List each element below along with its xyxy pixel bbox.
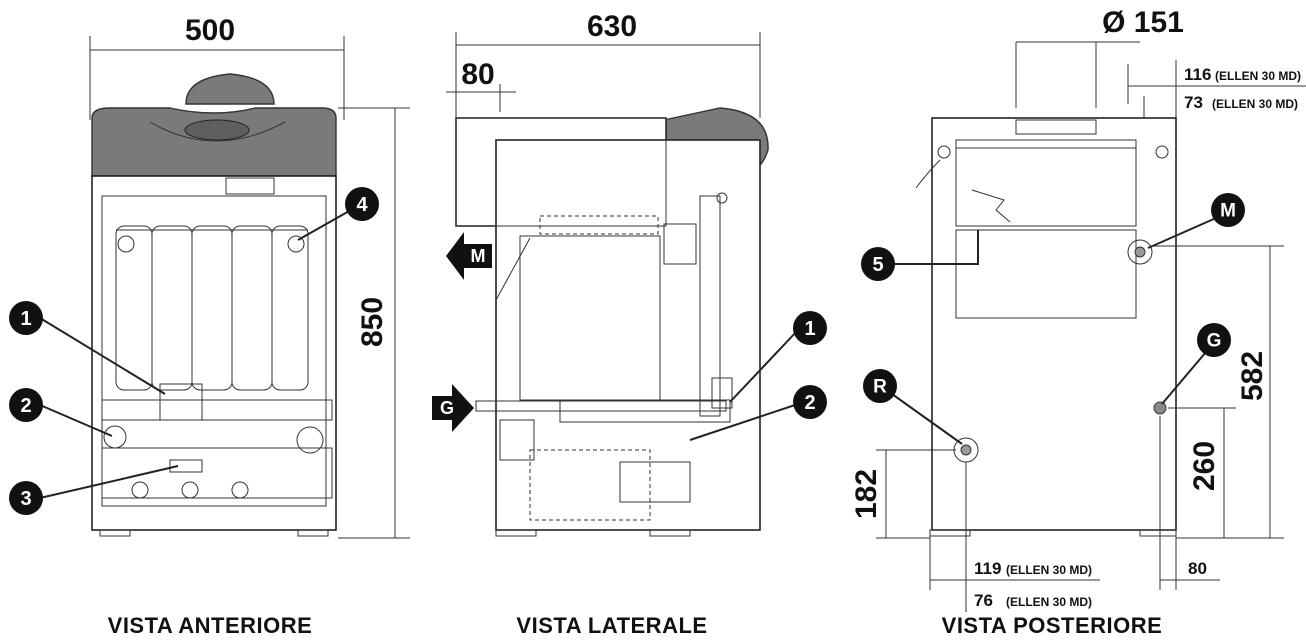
front-top-shell [91,107,337,177]
svg-text:3: 3 [20,488,31,510]
rear-dim-182: 182 [850,469,883,519]
rear-top-dim-a-note: (ELLEN 30 MD) [1215,69,1301,83]
rear-view-caption: VISTA POSTERIORE [942,613,1163,638]
front-marker-3: 3 [9,481,43,515]
rear-marker-5: 5 [861,247,895,281]
side-arrow-g: G [432,384,474,432]
rear-body [931,117,1177,531]
svg-text:1: 1 [20,308,31,330]
rear-top-dim-b: 73 [1184,93,1203,112]
front-marker-2: 2 [9,388,43,422]
rear-bottom-dim-b: 76 [974,591,993,610]
svg-text:4: 4 [356,194,368,216]
svg-text:M: M [471,246,486,266]
rear-top-dim-b-note: (ELLEN 30 MD) [1212,97,1298,111]
side-depth-dim: 630 [587,10,637,43]
front-view-caption: VISTA ANTERIORE [108,613,313,638]
front-width-dim: 500 [185,14,235,47]
svg-text:1: 1 [804,318,815,340]
side-arrow-m: M [446,232,492,280]
side-marker-2: 2 [793,385,827,419]
svg-text:G: G [440,398,454,418]
svg-text:2: 2 [804,392,815,414]
rear-dim-80: 80 [1188,559,1207,578]
side-offset-dim: 80 [461,58,494,91]
front-marker-4: 4 [345,187,379,221]
front-top-lid [185,73,275,105]
svg-text:M: M [1220,201,1236,222]
side-marker-1: 1 [793,311,827,345]
front-body [91,175,337,531]
front-height-dim: 850 [356,297,389,347]
rear-marker-g: G [1197,323,1231,357]
rear-flue-dim: Ø 151 [1102,6,1184,39]
rear-bottom-dim-a-note: (ELLEN 30 MD) [1006,563,1092,577]
rear-bottom-dim-b-note: (ELLEN 30 MD) [1006,595,1092,609]
rear-marker-m: M [1211,193,1245,227]
rear-bottom-dim-a: 119 [974,559,1001,578]
front-marker-1: 1 [9,301,43,335]
rear-marker-r: R [863,369,897,403]
rear-view: Ø 151 116 (ELLEN 30 MD) 73 (ELLEN 30 MD) [850,6,1306,638]
side-view: 630 80 M G [432,10,827,638]
rear-dim-582: 582 [1236,351,1269,401]
svg-text:R: R [873,377,887,398]
svg-text:5: 5 [872,254,883,276]
svg-text:G: G [1207,331,1222,352]
side-view-caption: VISTA LATERALE [516,613,707,638]
rear-dim-260: 260 [1188,441,1221,491]
svg-text:2: 2 [20,395,31,417]
side-body [495,139,761,531]
front-view: 500 850 [9,14,410,638]
rear-top-dim-a: 116 [1184,65,1211,84]
